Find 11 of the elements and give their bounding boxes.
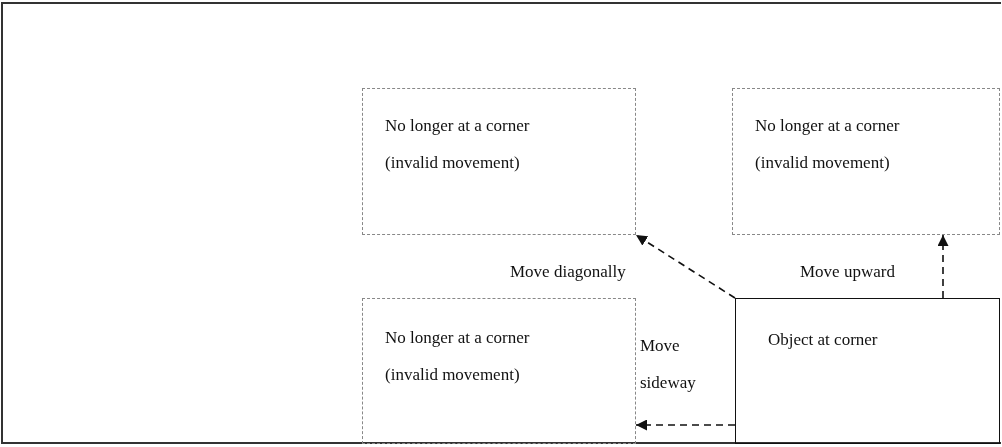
arrow bbox=[635, 234, 736, 299]
arrow bbox=[937, 234, 949, 299]
box-text: Object at corner bbox=[768, 329, 879, 351]
box-text: No longer at a corner (invalid movement) bbox=[755, 115, 901, 174]
dashed-box bbox=[362, 298, 636, 444]
process-box bbox=[735, 298, 1000, 444]
dashed-box bbox=[732, 88, 1000, 235]
arrow bbox=[635, 419, 736, 431]
box-text: No longer at a corner (invalid movement) bbox=[385, 327, 531, 386]
box-text: No longer at a corner (invalid movement) bbox=[385, 115, 531, 174]
dashed-box bbox=[362, 88, 636, 235]
